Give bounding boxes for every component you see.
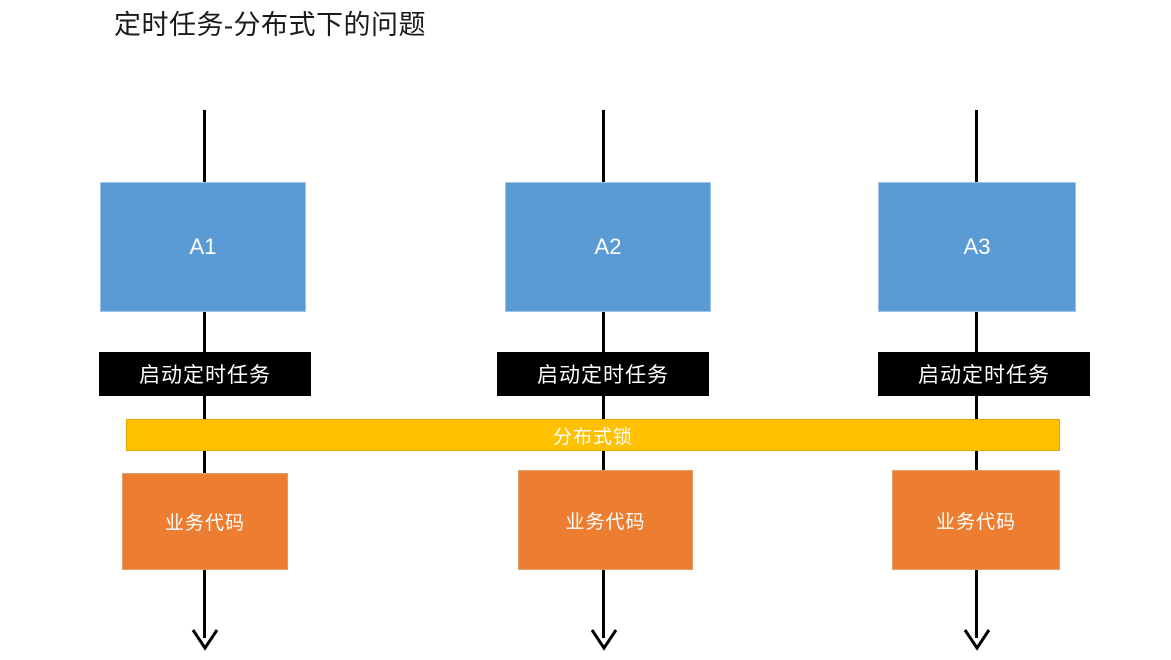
message-label-lane-1: 启动定时任务 [139, 363, 271, 387]
page-title: 定时任务-分布式下的问题 [114, 10, 426, 40]
actor-label-lane-3: A3 [963, 234, 991, 259]
actor-box-lane-1[interactable]: A1 [100, 182, 306, 312]
actor-box-lane-3[interactable]: A3 [878, 182, 1076, 312]
message-box-lane-2[interactable]: 启动定时任务 [497, 352, 709, 396]
message-label-lane-3: 启动定时任务 [918, 363, 1050, 387]
distributed-lock-label: 分布式锁 [552, 426, 633, 448]
message-box-lane-3[interactable]: 启动定时任务 [878, 352, 1090, 396]
actor-label-lane-2: A2 [594, 234, 622, 259]
distributed-lock-bar[interactable]: 分布式锁 [126, 419, 1060, 451]
actor-label-lane-1: A1 [189, 234, 217, 259]
business-box-lane-1[interactable]: 业务代码 [122, 473, 288, 570]
business-label-lane-1: 业务代码 [164, 513, 245, 534]
message-label-lane-2: 启动定时任务 [537, 363, 669, 387]
business-box-lane-3[interactable]: 业务代码 [892, 470, 1060, 570]
message-box-lane-1[interactable]: 启动定时任务 [99, 352, 311, 396]
business-label-lane-2: 业务代码 [565, 511, 646, 533]
business-label-lane-3: 业务代码 [935, 511, 1016, 533]
actor-box-lane-2[interactable]: A2 [505, 182, 711, 312]
business-box-lane-2[interactable]: 业务代码 [518, 470, 693, 570]
